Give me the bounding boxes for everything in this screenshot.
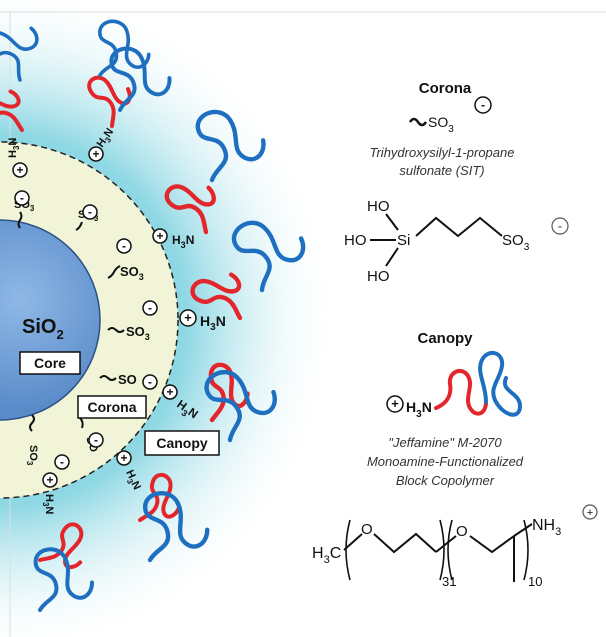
sit-structure: HO HO HO Si SO3 - xyxy=(344,198,569,285)
svg-text:+: + xyxy=(166,385,173,399)
svg-text:-: - xyxy=(122,239,126,253)
ammonium-label: H3N xyxy=(41,494,55,514)
sulfonate-label: SO xyxy=(118,372,137,387)
svg-text:-: - xyxy=(558,219,562,233)
svg-text:-: - xyxy=(60,455,64,469)
jeff-rep2: 10 xyxy=(528,574,542,589)
legend-corona-minus: - xyxy=(474,96,492,114)
svg-text:-: - xyxy=(481,98,485,112)
sulfonate-label: SO3 xyxy=(126,324,150,342)
jeff-o1: O xyxy=(361,521,373,538)
svg-text:-: - xyxy=(94,433,98,447)
svg-text:+: + xyxy=(16,163,23,177)
legend-corona-title: Corona xyxy=(419,80,472,97)
legend-canopy-caption-2: Monoamine-Functionalized xyxy=(367,454,524,469)
jeff-o2: O xyxy=(456,523,468,540)
sit-minus: - xyxy=(551,217,569,235)
svg-text:+: + xyxy=(184,310,192,325)
legend-corona-group: SO3 xyxy=(428,114,454,135)
jeff-nh3: NH3 xyxy=(532,517,561,538)
core-formula: SiO2 xyxy=(22,316,64,342)
jeff-rep1: 31 xyxy=(442,574,456,589)
svg-text:+: + xyxy=(587,507,593,519)
sulfonate-label: SO3 xyxy=(120,264,144,282)
jeff-plus: + xyxy=(582,504,598,520)
svg-text:-: - xyxy=(20,191,24,205)
legend-canopy-title: Canopy xyxy=(417,330,473,347)
legend-canopy-group: H3N xyxy=(406,399,432,420)
canopy-label: Canopy xyxy=(156,435,208,451)
sulfonate-label: SO3 xyxy=(25,445,39,466)
legend-canopy-caption-3: Block Copolymer xyxy=(396,473,495,488)
core-label-box xyxy=(19,351,81,375)
core-label: Core xyxy=(34,355,66,371)
legend-corona-squiggle xyxy=(408,117,428,127)
svg-text:+: + xyxy=(391,396,399,411)
svg-text:-: - xyxy=(88,205,92,219)
legend-corona-caption-1: Trihydroxysilyl-1-propane xyxy=(370,145,515,160)
legend-canopy-plus: + xyxy=(386,395,404,413)
svg-text:-: - xyxy=(148,301,152,315)
ammonium-label: H3N xyxy=(200,313,226,333)
jeff-h3c: H3C xyxy=(312,545,341,566)
legend-canopy-caption-1: "Jeffamine" M-2070 xyxy=(388,435,502,450)
negative-charges: - - - - - - - xyxy=(14,190,158,470)
legend-red-chain xyxy=(434,368,488,416)
ammonium-groups: + H3N + H3N + H3N + H3N + H3N + H3N + H3… xyxy=(7,126,226,514)
corona-label: Corona xyxy=(88,399,137,415)
svg-text:-: - xyxy=(148,375,152,389)
corona-label-box xyxy=(77,395,147,419)
ammonium-label: H3N xyxy=(7,138,21,158)
sit-ho-bottom: HO xyxy=(367,268,390,285)
svg-text:+: + xyxy=(92,147,99,161)
legend-corona-caption-2: sulfonate (SIT) xyxy=(399,163,484,178)
legend-blue-chain xyxy=(478,350,523,417)
sit-ho-left: HO xyxy=(344,232,367,249)
sit-ho-top: HO xyxy=(367,198,390,215)
ammonium-label: H3N xyxy=(121,468,142,492)
sit-si: Si xyxy=(397,232,410,249)
ammonium-label: H3N xyxy=(172,233,194,250)
svg-text:+: + xyxy=(120,451,127,465)
jeffamine-structure: H3C O 31 O 10 NH3 + xyxy=(312,504,598,589)
svg-text:+: + xyxy=(46,473,53,487)
sit-so3: SO3 xyxy=(502,232,530,253)
svg-text:+: + xyxy=(156,229,163,243)
canopy-label-box xyxy=(144,430,220,456)
